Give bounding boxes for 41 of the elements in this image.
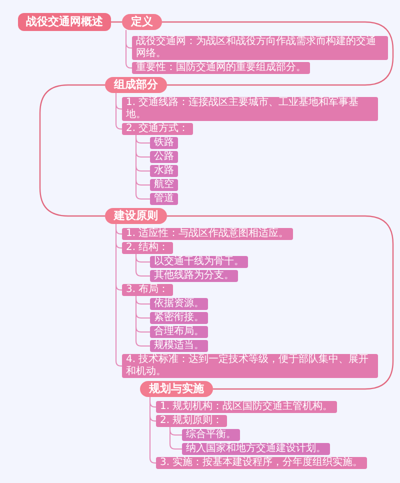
main-topic: 组成部分: [105, 77, 167, 93]
detail-box: 规模适当。: [150, 340, 208, 352]
subtopic-box: 3. 实施：按基本建设程序，分年度组织实施。: [156, 457, 367, 469]
connector-line: [167, 215, 394, 390]
connector-line: [162, 21, 394, 86]
connector-line: [116, 224, 122, 366]
detail-box: 铁路: [150, 137, 178, 149]
detail-box: 其他线路为分支。: [150, 270, 238, 282]
connector-line: [126, 30, 132, 68]
connector-line: [111, 21, 122, 23]
detail-box: 依据资源。: [150, 298, 208, 310]
detail-box: 水路: [150, 165, 178, 177]
connector-line: [136, 254, 150, 276]
root-topic: 战役交通网概述: [18, 13, 111, 31]
subtopic-box: 3. 布局：: [122, 284, 173, 296]
detail-box: 以交通干线为骨干。: [150, 256, 248, 268]
connector-line: [136, 296, 150, 346]
detail-box: 综合平衡。: [182, 429, 240, 441]
subtopic-box: 2. 结构：: [122, 242, 173, 254]
connector-line: [170, 426, 182, 450]
detail-box: 纳入国家和地方交通建设计划。: [182, 443, 330, 455]
subtopic-box: 战役交通网：为战区和战役方向作战需求而构建的交通网络。: [132, 36, 388, 60]
detail-box: 公路: [150, 151, 178, 163]
subtopic-box: 1. 适应性：与战区作战意图相适应。: [122, 228, 293, 240]
main-topic: 规划与实施: [140, 381, 213, 397]
detail-box: 航空: [150, 179, 178, 191]
connector-line: [150, 396, 156, 464]
main-topic: 定义: [122, 14, 162, 30]
subtopic-box: 1. 规划机构：战区国防交通主管机构。: [156, 401, 337, 413]
connector-line: [136, 134, 150, 200]
detail-box: 紧密衔接。: [150, 312, 208, 324]
subtopic-box: 4. 技术标准：达到一定技术等级，便于部队集中、展开和机动。: [122, 354, 378, 378]
main-topic: 建设原则: [105, 208, 167, 224]
connector-line: [39, 84, 105, 217]
subtopic-box: 1. 交通线路：连接战区主要城市、工业基地和军事基地。: [122, 97, 378, 121]
subtopic-box: 重要性：国防交通网的重要组成部分。: [132, 62, 310, 74]
subtopic-box: 2. 交通方式：: [122, 123, 193, 135]
connector-line: [116, 92, 122, 130]
subtopic-box: 2. 规划原则：: [156, 415, 227, 427]
detail-box: 合理布局。: [150, 326, 208, 338]
detail-box: 管道: [150, 193, 178, 205]
